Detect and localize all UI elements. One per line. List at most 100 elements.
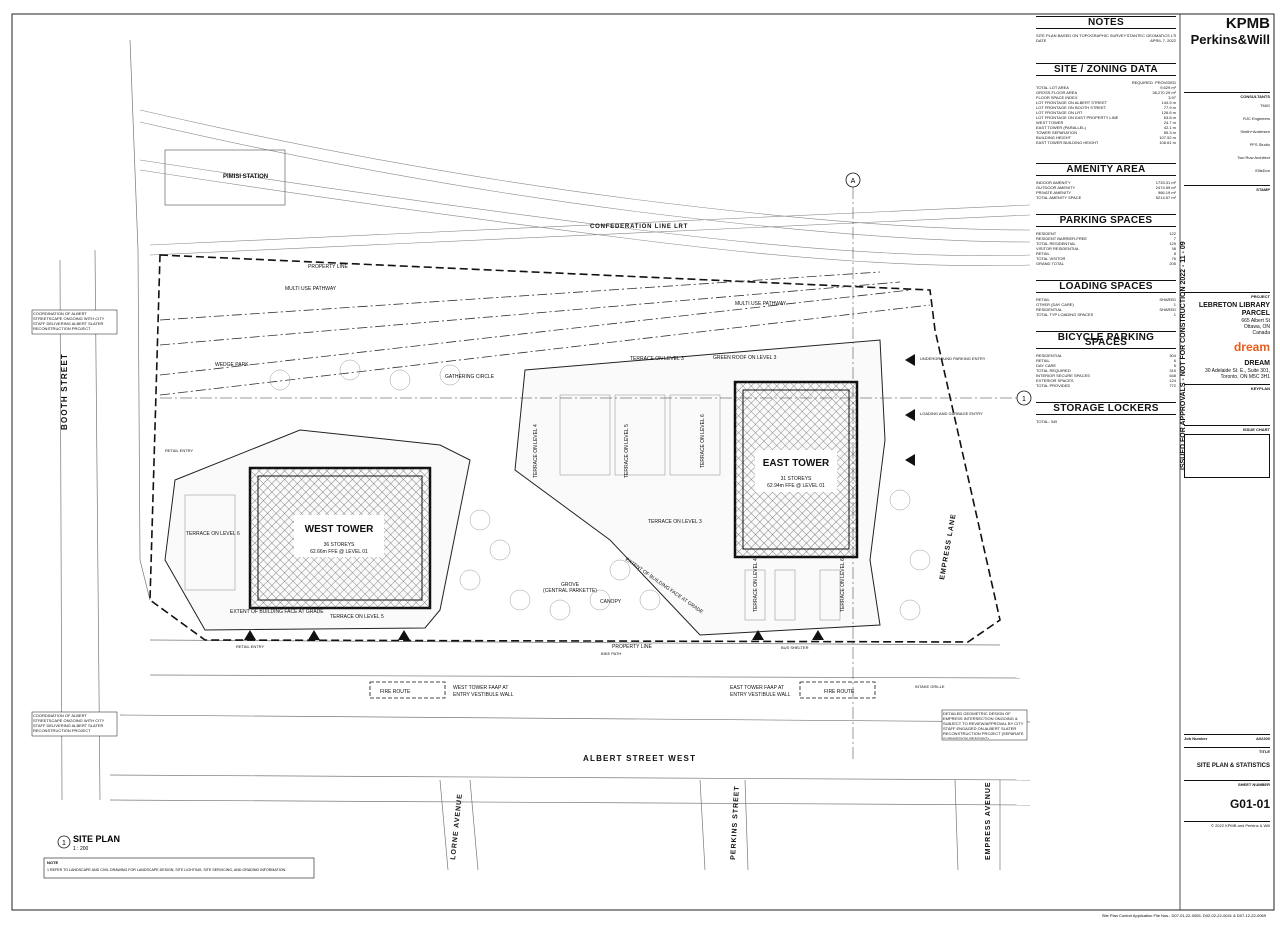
storage-heading: STORAGE LOCKERS (1036, 402, 1176, 415)
title-block: KPMB Perkins&Will CONSULTANTS TMIG RJC E… (1184, 15, 1270, 828)
sheet-number: G01-01 (1229, 797, 1270, 811)
svg-text:GREEN ROOF ON LEVEL 3: GREEN ROOF ON LEVEL 3 (713, 355, 777, 361)
statistics-panel: NOTES SITE PLAN BASED ON TOPOGRAPHIC SUR… (1036, 16, 1176, 424)
svg-text:BIKE PATH: BIKE PATH (601, 651, 621, 656)
svg-text:ENTRY VESTIBULE WALL: ENTRY VESTIBULE WALL (730, 692, 791, 698)
svg-text:EXTENT OF BUILDING FACE AT GRA: EXTENT OF BUILDING FACE AT GRADE (230, 609, 324, 615)
svg-text:WEDGE PARK: WEDGE PARK (215, 362, 249, 368)
project-name: LEBRETON LIBRARY (1198, 302, 1270, 309)
svg-text:1 : 200: 1 : 200 (73, 846, 89, 852)
svg-text:1 REFER TO LANDSCAPE AND CIV: 1 REFER TO LANDSCAPE AND CIVIL DRAWING F… (47, 868, 286, 872)
svg-text:TERRACE ON LEVEL 6: TERRACE ON LEVEL 6 (840, 558, 846, 612)
coord-note-left: COORDINATION OF ALBERT STREETSCAPE ONGOI… (33, 311, 105, 331)
sheet-border (11, 13, 1275, 911)
svg-text:(CENTRAL PARKETTE): (CENTRAL PARKETTE) (543, 588, 597, 594)
lorne-avenue-label: LORNE AVENUE (450, 793, 464, 860)
svg-text:TERRACE ON LEVEL 5: TERRACE ON LEVEL 5 (330, 614, 384, 620)
firm-logo-perkins: Perkins&Will (1190, 32, 1270, 47)
svg-text:62.94m FFE @ LEVEL 01: 62.94m FFE @ LEVEL 01 (767, 483, 825, 489)
svg-text:PROPERTY LINE: PROPERTY LINE (308, 264, 348, 270)
empress-avenue-label: EMPRESS AVENUE (985, 781, 992, 860)
zoning-heading: SITE / ZONING DATA (1036, 63, 1176, 76)
notes-heading: NOTES (1036, 16, 1176, 29)
bicycle-heading: BICYCLE PARKING SPACES (1036, 331, 1176, 349)
empress-lane-label: EMPRESS LANE (939, 513, 958, 580)
albert-street-label: ALBERT STREET WEST (583, 754, 696, 763)
svg-text:ENTRY VESTIBULE WALL: ENTRY VESTIBULE WALL (453, 692, 514, 698)
plan-number: 1 (62, 840, 66, 847)
svg-text:UNDERGROUND PARKING ENTRY: UNDERGROUND PARKING ENTRY (920, 356, 986, 361)
svg-text:TERRACE ON LEVEL 3: TERRACE ON LEVEL 3 (648, 519, 702, 525)
svg-text:FIRE ROUTE: FIRE ROUTE (380, 689, 411, 695)
terrace-furniture (184, 394, 841, 621)
svg-text:FIRE ROUTE: FIRE ROUTE (824, 689, 855, 695)
lrt-label: CONFEDERATION LINE LRT (590, 224, 688, 230)
svg-text:MULTI USE PATHWAY: MULTI USE PATHWAY (285, 286, 337, 292)
svg-text:TERRACE ON LEVEL 4: TERRACE ON LEVEL 4 (533, 424, 539, 478)
east-tower-label: EAST TOWER (763, 458, 830, 469)
perkins-street-label: PERKINS STREET (730, 785, 741, 860)
svg-text:62.66m FFE @ LEVEL 01: 62.66m FFE @ LEVEL 01 (310, 549, 368, 555)
svg-text:TERRACE ON LEVEL 4: TERRACE ON LEVEL 4 (753, 558, 759, 612)
svg-text:31 STOREYS: 31 STOREYS (781, 476, 812, 482)
svg-text:LOADING AND GARBAGE ENTRY: LOADING AND GARBAGE ENTRY (920, 411, 983, 416)
albert-street-edges (109, 639, 1031, 871)
svg-text:BUS SHELTER: BUS SHELTER (781, 645, 809, 650)
svg-text:EAST TOWER FAAP AT: EAST TOWER FAAP AT (730, 685, 784, 691)
svg-text:INTAKE GRILLE: INTAKE GRILLE (915, 684, 945, 689)
landscape-trees (269, 359, 931, 621)
svg-text:36 STOREYS: 36 STOREYS (324, 542, 355, 548)
svg-text:WEST TOWER FAAP AT: WEST TOWER FAAP AT (453, 685, 508, 691)
pimisi-station-label: PIMISI STATION (223, 174, 268, 180)
issue-status-vertical: ISSUED FOR APPROVALS - NOT FOR CONSTRUCT… (1180, 241, 1187, 470)
booth-street-label: BOOTH STREET (60, 353, 69, 430)
svg-text:TERRACE ON LEVEL 6: TERRACE ON LEVEL 6 (700, 414, 706, 468)
plan-title: SITE PLAN (73, 834, 120, 844)
svg-text:A: A (851, 178, 856, 185)
svg-text:TERRACE ON LEVEL 3: TERRACE ON LEVEL 3 (630, 356, 684, 362)
svg-text:MULTI USE PATHWAY: MULTI USE PATHWAY (735, 301, 787, 307)
table-row: EAST TOWER (PARALLEL)42.1 m (1036, 125, 1176, 130)
loading-heading: LOADING SPACES (1036, 280, 1176, 293)
table-row: OTHER (DAY CARE)1 (1036, 302, 1176, 307)
issue-chart-table (1184, 434, 1270, 478)
svg-text:TERRACE ON LEVEL 6: TERRACE ON LEVEL 6 (186, 531, 240, 537)
amenity-heading: AMENITY AREA (1036, 163, 1176, 176)
svg-text:NOTE: NOTE (47, 860, 58, 865)
svg-text:1: 1 (1022, 396, 1026, 403)
